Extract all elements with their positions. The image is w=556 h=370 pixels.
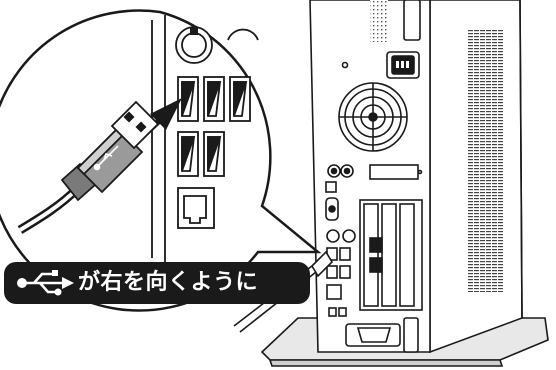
usb-symbol-icon xyxy=(17,270,74,296)
power-inlet-icon xyxy=(386,51,420,79)
caption-text: が右を向くように xyxy=(78,270,259,295)
usb-port-icon xyxy=(177,76,251,177)
lan-port-icon xyxy=(177,187,215,229)
usb-plug-icon xyxy=(17,100,160,234)
callout-content xyxy=(151,15,259,262)
ps2-port-icon xyxy=(175,26,259,64)
fan-grille-icon xyxy=(338,82,408,152)
pc-tower-icon xyxy=(260,0,549,367)
caption-box xyxy=(4,262,310,304)
usb-symbol-icon xyxy=(93,145,119,171)
